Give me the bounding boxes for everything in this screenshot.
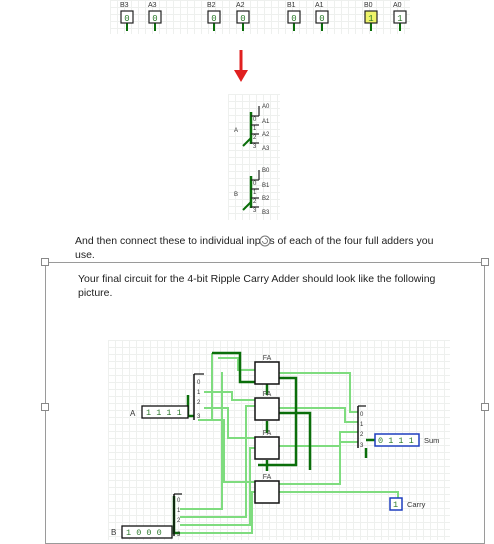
rotate-handle-icon[interactable] — [258, 234, 272, 248]
fa-label: FA — [263, 474, 272, 481]
pin-value: 0 — [152, 14, 157, 24]
pin-label: B0 — [364, 2, 373, 9]
pin-label: A0 — [393, 2, 402, 9]
splitter-index: 0 — [253, 117, 257, 123]
carry-output-box — [389, 497, 403, 511]
splitter-a: A 0 1 2 3 A0 A1 A2 A3 — [234, 104, 270, 152]
splitter-index: 0 — [253, 181, 257, 187]
splitter-index: 3 — [253, 208, 257, 214]
pin-label: B2 — [207, 2, 216, 9]
input-b-label: B — [111, 528, 116, 537]
carry-value: 1 — [393, 500, 398, 510]
full-adder-block[interactable] — [254, 397, 280, 421]
fa-label: FA — [263, 391, 272, 398]
pin-value: 0 — [240, 14, 245, 24]
full-adder-block[interactable] — [254, 480, 280, 504]
splitter-bus-label: A — [234, 128, 238, 134]
final-circuit-paragraph: Your final circuit for the 4-bit Ripple … — [78, 273, 436, 299]
full-adder-block[interactable] — [254, 361, 280, 385]
input-a-value: 1 1 1 1 — [146, 408, 182, 418]
splitter-area — [228, 94, 280, 220]
splitter-output-label: B0 — [262, 168, 270, 174]
pin-value: 0 — [319, 14, 324, 24]
fa-label: FA — [263, 355, 272, 362]
sum-label: Sum — [424, 436, 439, 445]
pin-value: 0 — [291, 14, 296, 24]
pin-box[interactable] — [364, 10, 378, 24]
input-a-box[interactable] — [141, 405, 189, 419]
resize-handle-top-left[interactable] — [41, 258, 49, 266]
pin-label: B1 — [287, 2, 296, 9]
pin-box[interactable] — [148, 10, 162, 24]
sum-output-box — [374, 433, 420, 447]
pin-label: A3 — [148, 2, 157, 9]
splitter-index: 0 — [177, 498, 181, 504]
fa-label: FA — [263, 430, 272, 437]
pin-value: 0 — [211, 14, 216, 24]
pin-value: 1 — [397, 14, 402, 24]
resize-handle-right[interactable] — [481, 403, 489, 411]
splitter-index: 1 — [197, 390, 201, 396]
top-circuit-strip — [110, 0, 410, 34]
pin-value: 1 — [368, 14, 373, 24]
pin-box[interactable] — [207, 10, 221, 24]
splitter-output-label: A0 — [262, 104, 270, 110]
carry-label: Carry — [407, 500, 426, 509]
splitters-svg: A 0 1 2 3 A0 A1 A2 A3 B 0 1 2 3 B0 B1 B2… — [234, 104, 270, 216]
splitter-index: 2 — [253, 199, 257, 205]
splitter-output-label: B2 — [262, 196, 270, 202]
splitter-bus-label: B — [234, 192, 238, 198]
input-b-value: 1 0 0 0 — [126, 528, 162, 538]
splitter-index: 2 — [360, 432, 364, 438]
splitter-index: 3 — [177, 532, 181, 538]
splitter-index: 1 — [253, 126, 257, 132]
pin-value: 0 — [124, 14, 129, 24]
pin-box[interactable] — [120, 10, 134, 24]
pin-label: B3 — [120, 2, 129, 9]
splitter-index: 3 — [360, 443, 364, 449]
splitter-output-label: A1 — [262, 119, 270, 125]
splitter-index: 1 — [177, 508, 181, 514]
resize-handle-top-right[interactable] — [481, 258, 489, 266]
sum-value: 0 1 1 1 — [378, 436, 414, 446]
splitter-index: 0 — [197, 380, 201, 386]
splitter-output-label: A3 — [262, 146, 270, 152]
splitter-index: 1 — [253, 190, 257, 196]
pin-box[interactable] — [315, 10, 329, 24]
resize-handle-left[interactable] — [41, 403, 49, 411]
pin-box[interactable] — [393, 10, 407, 24]
input-a-label: A — [130, 409, 136, 418]
input-b-box[interactable] — [121, 525, 173, 539]
splitter-output-label: B1 — [262, 183, 270, 189]
splitter-index: 2 — [197, 400, 201, 406]
splitter-index: 2 — [177, 518, 181, 524]
full-adder-block[interactable] — [254, 436, 280, 460]
circuit-splitter-b: 0 1 2 3 — [173, 493, 182, 538]
top-pins-svg: 0 0 0 0 0 0 1 1 — [120, 10, 407, 31]
pin-label: A1 — [315, 2, 324, 9]
instruction-paragraph: And then connect these to individual inp… — [75, 235, 434, 261]
splitter-index: 0 — [360, 412, 364, 418]
splitter-index: 3 — [197, 414, 201, 420]
circuit-splitter-a: 0 1 2 3 — [193, 373, 204, 420]
splitter-index: 3 — [253, 144, 257, 150]
splitter-output-label: A2 — [262, 132, 270, 138]
splitter-output-label: B3 — [262, 210, 270, 216]
down-arrow-icon — [234, 50, 248, 82]
splitter-index: 1 — [360, 422, 364, 428]
pin-box[interactable] — [287, 10, 301, 24]
pin-label: A2 — [236, 2, 245, 9]
circuit-splitter-sum: 0 1 2 3 — [357, 405, 366, 449]
splitter-index: 2 — [253, 135, 257, 141]
splitter-b: B 0 1 2 3 B0 B1 B2 B3 — [234, 168, 270, 216]
pin-box[interactable] — [236, 10, 250, 24]
